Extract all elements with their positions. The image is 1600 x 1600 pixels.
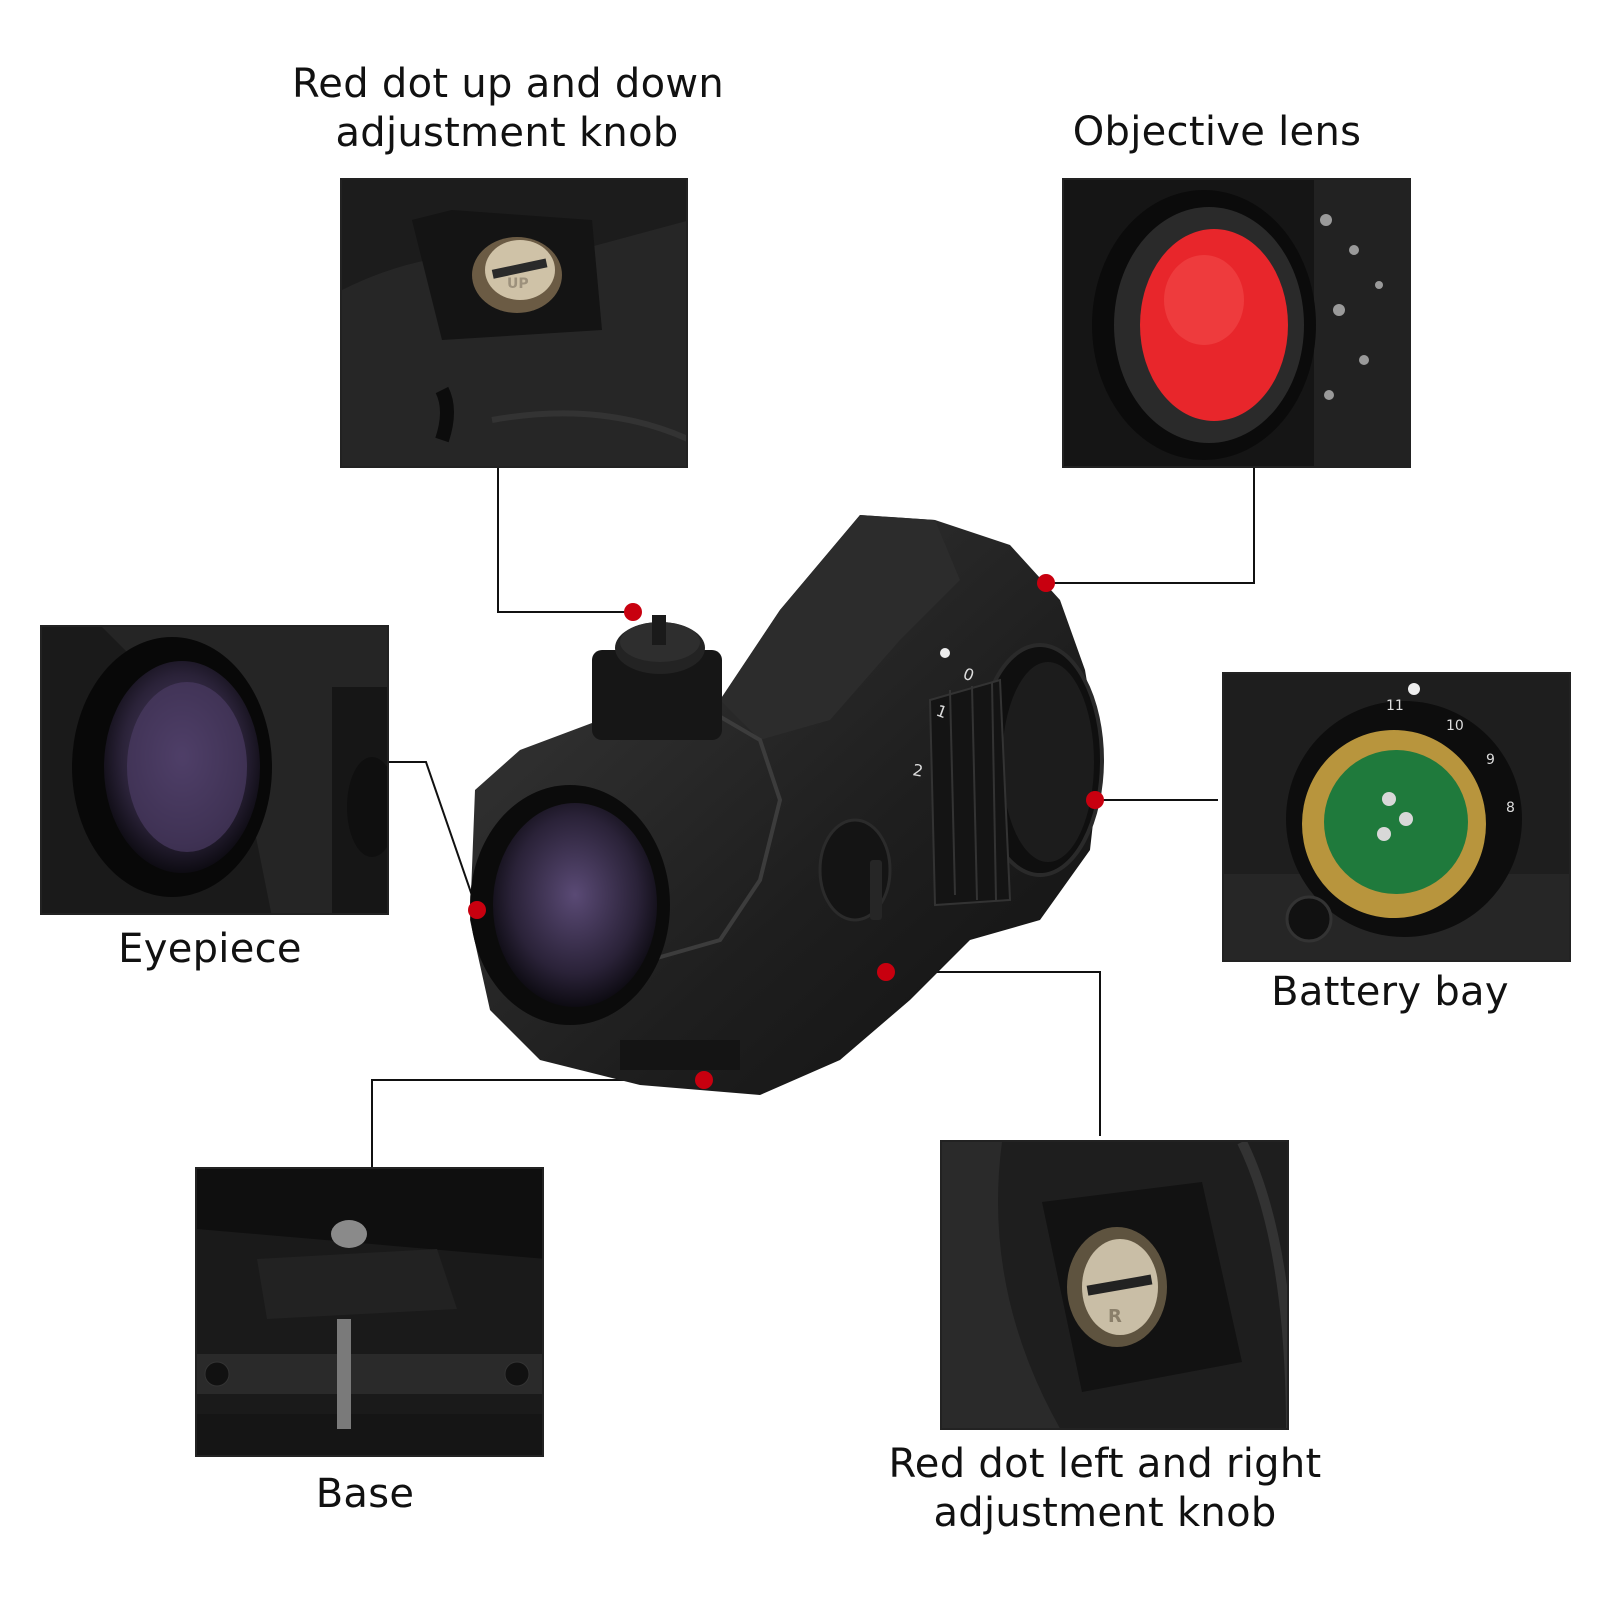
label-eyepiece-text: Eyepiece <box>118 926 302 972</box>
inset-eyepiece <box>40 625 389 915</box>
inset-base <box>195 1167 544 1457</box>
inset-up-down-knob: UP <box>340 178 688 468</box>
inset-battery-bay: 11 10 9 8 <box>1222 672 1571 962</box>
label-base-text: Base <box>315 1471 415 1517</box>
label-base: Base <box>300 1470 430 1519</box>
battery-dial-8: 8 <box>1506 800 1515 816</box>
label-up-down-knob-line-1: Red dot up and down <box>292 61 725 107</box>
inset-left-right-knob: R <box>940 1140 1289 1430</box>
label-left-right-knob-line-1: Red dot left and right <box>888 1441 1322 1487</box>
elevation-knob-shape <box>592 650 722 740</box>
callout-dot-eyepiece <box>468 901 486 919</box>
leader-base <box>371 1079 704 1167</box>
battery-dial-10: 10 <box>1446 718 1464 734</box>
leader-up-down-knob <box>497 465 633 613</box>
eyepiece-inset-tint <box>127 682 247 852</box>
label-left-right-knob: Red dot left and right adjustment knob <box>880 1440 1330 1538</box>
label-left-right-knob-line-2: adjustment knob <box>933 1490 1277 1536</box>
label-objective-lens: Objective lens <box>1062 108 1372 157</box>
inset-objective-lens <box>1062 178 1411 468</box>
windage-knob-engraving: R <box>1108 1306 1122 1327</box>
battery-dial-11: 11 <box>1386 698 1404 714</box>
label-eyepiece: Eyepiece <box>110 925 310 974</box>
callout-dot-battery-bay <box>1086 791 1104 809</box>
callout-dot-up-down-knob <box>624 603 642 621</box>
leader-left-right-knob <box>886 971 1101 1136</box>
callout-dot-objective-lens <box>1037 574 1055 592</box>
label-battery-bay-text: Battery bay <box>1271 969 1509 1015</box>
label-objective-lens-text: Objective lens <box>1072 109 1362 155</box>
callout-dot-left-right-knob <box>877 963 895 981</box>
battery-dial-9: 9 <box>1486 752 1495 768</box>
leader-eyepiece <box>387 761 478 911</box>
dial-number-2: 2 <box>911 760 924 780</box>
up-knob-engraving: UP <box>507 276 529 292</box>
label-battery-bay: Battery bay <box>1260 968 1520 1017</box>
label-up-down-knob-line-2: adjustment knob <box>335 110 679 156</box>
leader-objective-lens <box>1046 466 1255 584</box>
label-up-down-knob: Red dot up and down adjustment knob <box>292 60 725 158</box>
callout-dot-base <box>695 1071 713 1089</box>
